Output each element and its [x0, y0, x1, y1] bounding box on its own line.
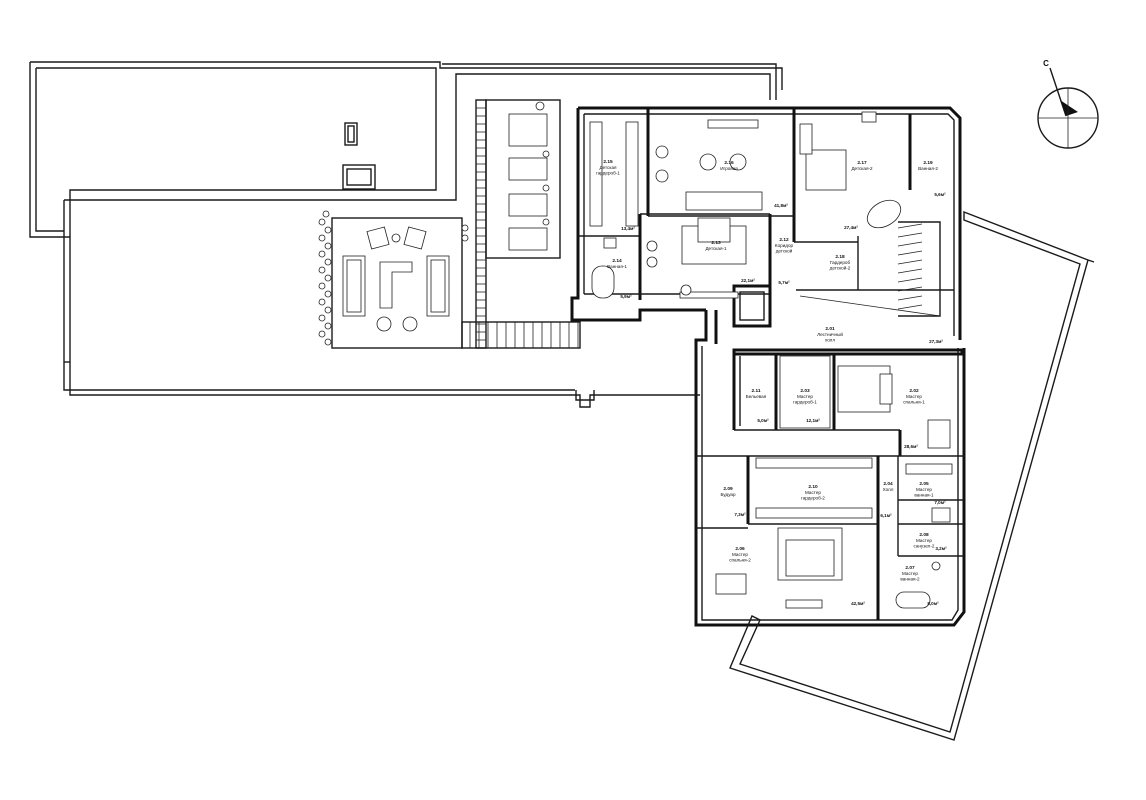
room-area: 5,6м² — [934, 192, 946, 197]
room-number: 2.18 — [835, 254, 845, 260]
room-name: Игровая — [720, 166, 738, 171]
room-number: 2.11 — [751, 388, 760, 394]
room-area: 3,2м² — [935, 546, 947, 551]
room-number: 2.07 — [905, 565, 915, 571]
room-name: Холл — [883, 487, 894, 492]
stair-tread — [897, 232, 923, 238]
terrace-lounge — [318, 210, 469, 349]
room-number: 2.15 — [603, 159, 613, 165]
room-area: 27,4м² — [844, 225, 858, 230]
room-name: Бельевая — [746, 394, 767, 399]
room-number: 2.13 — [711, 240, 721, 246]
chimney-blocks — [342, 122, 376, 190]
stair-tread — [897, 268, 923, 274]
stair-tread — [897, 250, 923, 256]
furniture — [589, 111, 953, 609]
room-number: 2.08 — [919, 532, 929, 538]
room-name: Будуар — [720, 492, 736, 497]
room-area: 12,1м² — [806, 418, 820, 423]
room-number: 2.01 — [825, 326, 835, 332]
stair-tread — [897, 259, 923, 265]
room-area: 27,3м² — [929, 339, 943, 344]
room-area: 22,1м² — [741, 278, 755, 283]
building-walls — [570, 106, 966, 627]
room-area: 5,0м² — [757, 418, 769, 423]
room-number: 2.19 — [923, 160, 933, 166]
room-number: 2.10 — [808, 484, 818, 490]
room-number: 2.05 — [919, 481, 929, 487]
room-name: Детская-2 — [851, 166, 873, 171]
room-area: 13,4м² — [621, 226, 635, 231]
room-area: 8,0м² — [927, 601, 939, 606]
compass: С — [1037, 59, 1099, 149]
room-number: 2.06 — [735, 546, 745, 552]
room-area: 42,5м² — [851, 601, 865, 606]
room-area: 41,8м² — [774, 203, 788, 208]
room-area: 7,3м² — [734, 512, 746, 517]
room-area: 6,1м² — [880, 513, 892, 518]
stair-tread — [897, 304, 923, 310]
deck-walkway — [461, 99, 581, 349]
room-number: 2.02 — [909, 388, 919, 394]
stair-tread — [897, 295, 923, 301]
room-area: 5,9м² — [620, 294, 632, 299]
room-number: 2.14 — [612, 258, 622, 264]
stair-tread — [897, 241, 923, 247]
room-area: 7,0м² — [934, 500, 946, 505]
room-name: Ванная-2 — [918, 166, 938, 171]
room-name: Детская-1 — [705, 246, 727, 251]
south-partitions — [696, 210, 1095, 741]
room-number: 2.03 — [800, 388, 810, 394]
room-name: Ванная-1 — [607, 264, 627, 269]
room-number: 2.17 — [857, 160, 867, 166]
terrace-outline — [29, 61, 783, 408]
room-number: 2.12 — [779, 237, 789, 243]
room-number: 2.09 — [723, 486, 733, 492]
room-number: 2.16 — [724, 160, 734, 166]
room-area: 28,6м² — [904, 444, 918, 449]
stair-tread — [897, 286, 923, 292]
compass-north-label: С — [1043, 59, 1049, 68]
room-number: 2.04 — [883, 481, 893, 487]
stair-tread — [897, 277, 923, 283]
room-area: 5,7м² — [778, 280, 790, 285]
stair-tread — [897, 223, 923, 229]
